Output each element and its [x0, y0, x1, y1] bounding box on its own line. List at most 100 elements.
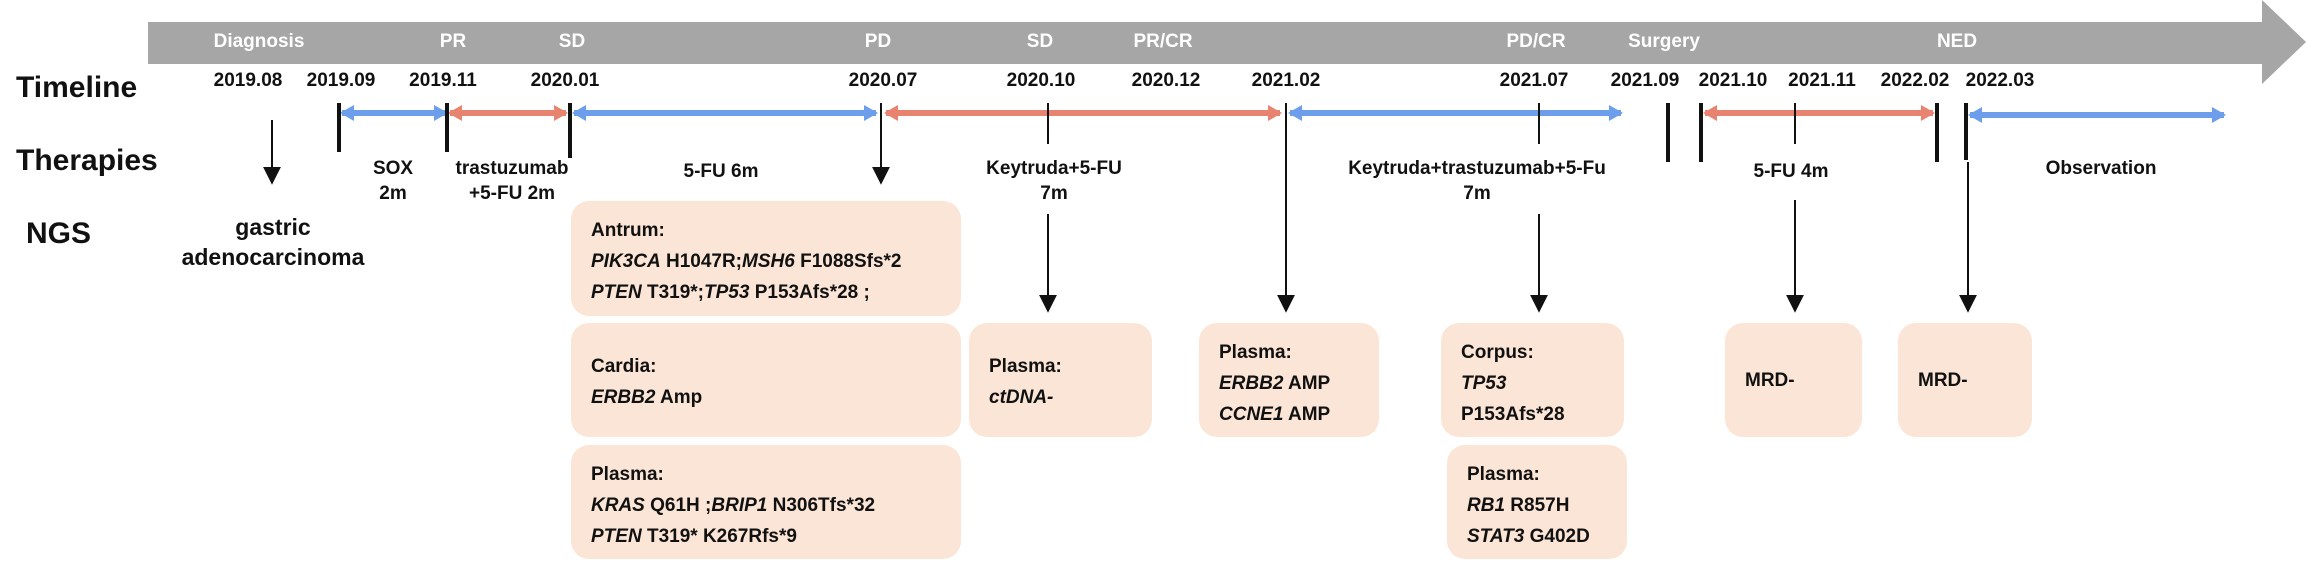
- ngs-box-title: Plasma:: [989, 356, 1062, 377]
- therapy-keytruda-5fu: Keytruda+5-FU 7m: [986, 156, 1122, 206]
- gene-name: TP53: [1461, 373, 1507, 394]
- mutation-line: PTEN T319* K267Rfs*9: [591, 521, 961, 552]
- ngs-box-plasma-2: Plasma: ctDNA-: [969, 323, 1152, 437]
- span-keytruda-trastuzumab-head-left: [1288, 105, 1302, 121]
- ngs-box-title: Antrum:: [591, 220, 665, 241]
- therapy-trastuzumab-duration: +5-FU 2m: [468, 183, 556, 204]
- therapy-keytruda-5fu-duration: 7m: [1040, 183, 1068, 204]
- variant: F1088Sfs*2: [794, 251, 902, 272]
- date-2019-09: 2019.09: [306, 70, 376, 91]
- diagnosis-line-2: adenocarcinoma: [181, 244, 365, 270]
- span-sox-head-left: [340, 105, 354, 121]
- span-keytruda-head-left: [884, 105, 898, 121]
- gene-name: PTEN: [591, 282, 642, 303]
- diagnosis-text: gastric adenocarcinoma: [143, 212, 403, 272]
- date-2021-11: 2021.11: [1788, 70, 1856, 91]
- span-observation-head-right: [2212, 107, 2226, 123]
- ngs-box-title: MRD-: [1745, 370, 1795, 391]
- row-label-ngs: NGS: [26, 217, 92, 250]
- ngs-box-title: Plasma:: [591, 464, 664, 485]
- row-label-timeline: Timeline: [16, 71, 138, 104]
- mutation-line: ERBB2 AMP: [1219, 368, 1379, 399]
- ngs-box-plasma-4: Plasma: RB1 R857H STAT3 G402D: [1447, 445, 1627, 559]
- variant: Amp: [655, 387, 703, 408]
- ngs-box-title: Corpus:: [1461, 342, 1534, 363]
- therapy-span-arrows: [340, 105, 2226, 123]
- ngs-box-title: Plasma:: [1219, 342, 1292, 363]
- therapy-5fu-4m: 5-FU 4m: [1754, 159, 1829, 184]
- mutation-line: STAT3 G402D: [1467, 521, 1627, 552]
- therapy-observation: Observation: [2046, 156, 2157, 181]
- date-2020-07: 2020.07: [848, 70, 918, 91]
- date-2019-08: 2019.08: [213, 70, 283, 91]
- ngs-box-antrum: Antrum: PIK3CA H1047R;MSH6 F1088Sfs*2 PT…: [571, 201, 961, 316]
- gene-name: MSH6: [742, 251, 795, 272]
- mutation-line: TP53: [1461, 368, 1624, 399]
- phase-diagnosis: Diagnosis: [213, 31, 305, 52]
- therapy-trastuzumab: trastuzumab +5-FU 2m: [456, 156, 569, 206]
- variant: T319* K267Rfs*9: [641, 526, 797, 547]
- phase-surgery: Surgery: [1628, 31, 1700, 52]
- gene-name: TP53: [704, 282, 750, 303]
- ngs-box-mrd-2: MRD-: [1898, 323, 2032, 437]
- variant: P153Afs*28: [1461, 404, 1565, 425]
- span-5fu-4m-head-right: [1921, 105, 1935, 121]
- variant: N306Tfs*32: [767, 495, 876, 516]
- variant: Q61H ;: [644, 495, 712, 516]
- therapy-keytruda-trastuzumab-5fu-duration: 7m: [1463, 183, 1491, 204]
- gene-name: ERBB2: [591, 387, 656, 408]
- phase-ned: NED: [1936, 31, 1978, 52]
- gene-name: KRAS: [591, 495, 645, 516]
- date-2020-12: 2020.12: [1131, 70, 1201, 91]
- date-2020-10: 2020.10: [1006, 70, 1076, 91]
- phase-sd-1: SD: [558, 31, 586, 52]
- gene-name: PTEN: [591, 526, 642, 547]
- date-2020-01: 2020.01: [530, 70, 600, 91]
- gene-name: ctDNA-: [989, 387, 1054, 408]
- ngs-box-mrd-1: MRD-: [1725, 323, 1862, 437]
- diagnosis-line-1: gastric: [235, 214, 311, 240]
- gene-name: STAT3: [1467, 526, 1525, 547]
- row-label-therapies: Therapies: [16, 144, 158, 177]
- phase-pd-cr: PD/CR: [1506, 31, 1566, 52]
- therapy-observation-name: Observation: [2045, 158, 2157, 179]
- therapy-divider-bars: [337, 103, 1968, 162]
- variant: H1047R;: [660, 251, 743, 272]
- span-5fu-4m-head-left: [1703, 105, 1717, 121]
- therapy-5fu-6m-name: 5-FU 6m: [683, 161, 759, 182]
- span-trastuzumab-head-right: [554, 105, 568, 121]
- mutation-line: ctDNA-: [989, 382, 1152, 413]
- variant: G402D: [1524, 526, 1590, 547]
- variant: P153Afs*28 ;: [749, 282, 870, 303]
- timeline-band-arrow: [148, 0, 2306, 84]
- therapy-keytruda-trastuzumab-5fu-name: Keytruda+trastuzumab+5-Fu: [1348, 158, 1606, 179]
- gene-name: PIK3CA: [591, 251, 661, 272]
- therapy-keytruda-5fu-name: Keytruda+5-FU: [986, 158, 1122, 179]
- therapy-sox: SOX 2m: [373, 156, 413, 206]
- span-5fu-6m-head-right: [864, 105, 878, 121]
- pointer-arrows: [263, 103, 1977, 313]
- variant: AMP: [1283, 404, 1331, 425]
- variant: T319*;: [641, 282, 704, 303]
- span-5fu-6m-head-left: [572, 105, 586, 121]
- ngs-box-cardia: Cardia: ERBB2 Amp: [571, 323, 961, 437]
- date-2021-07: 2021.07: [1499, 70, 1569, 91]
- mutation-line: KRAS Q61H ;BRIP1 N306Tfs*32: [591, 490, 961, 521]
- date-2022-02: 2022.02: [1880, 70, 1950, 91]
- ngs-box-title: Plasma:: [1467, 464, 1540, 485]
- date-2021-02: 2021.02: [1251, 70, 1321, 91]
- span-observation-head-left: [1968, 107, 1982, 123]
- therapy-5fu-6m: 5-FU 6m: [684, 159, 759, 184]
- date-2021-10: 2021.10: [1698, 70, 1768, 91]
- gene-name: CCNE1: [1219, 404, 1284, 425]
- mutation-line: PTEN T319*;TP53 P153Afs*28 ;: [591, 277, 961, 308]
- mutation-line: PIK3CA H1047R;MSH6 F1088Sfs*2: [591, 246, 961, 277]
- span-sox-head-right: [434, 105, 448, 121]
- therapy-trastuzumab-name: trastuzumab: [455, 158, 569, 179]
- ngs-box-corpus: Corpus: TP53 P153Afs*28: [1441, 323, 1624, 437]
- mutation-line: ERBB2 Amp: [591, 382, 961, 413]
- date-2019-11: 2019.11: [409, 70, 477, 91]
- therapy-sox-duration: 2m: [379, 183, 407, 204]
